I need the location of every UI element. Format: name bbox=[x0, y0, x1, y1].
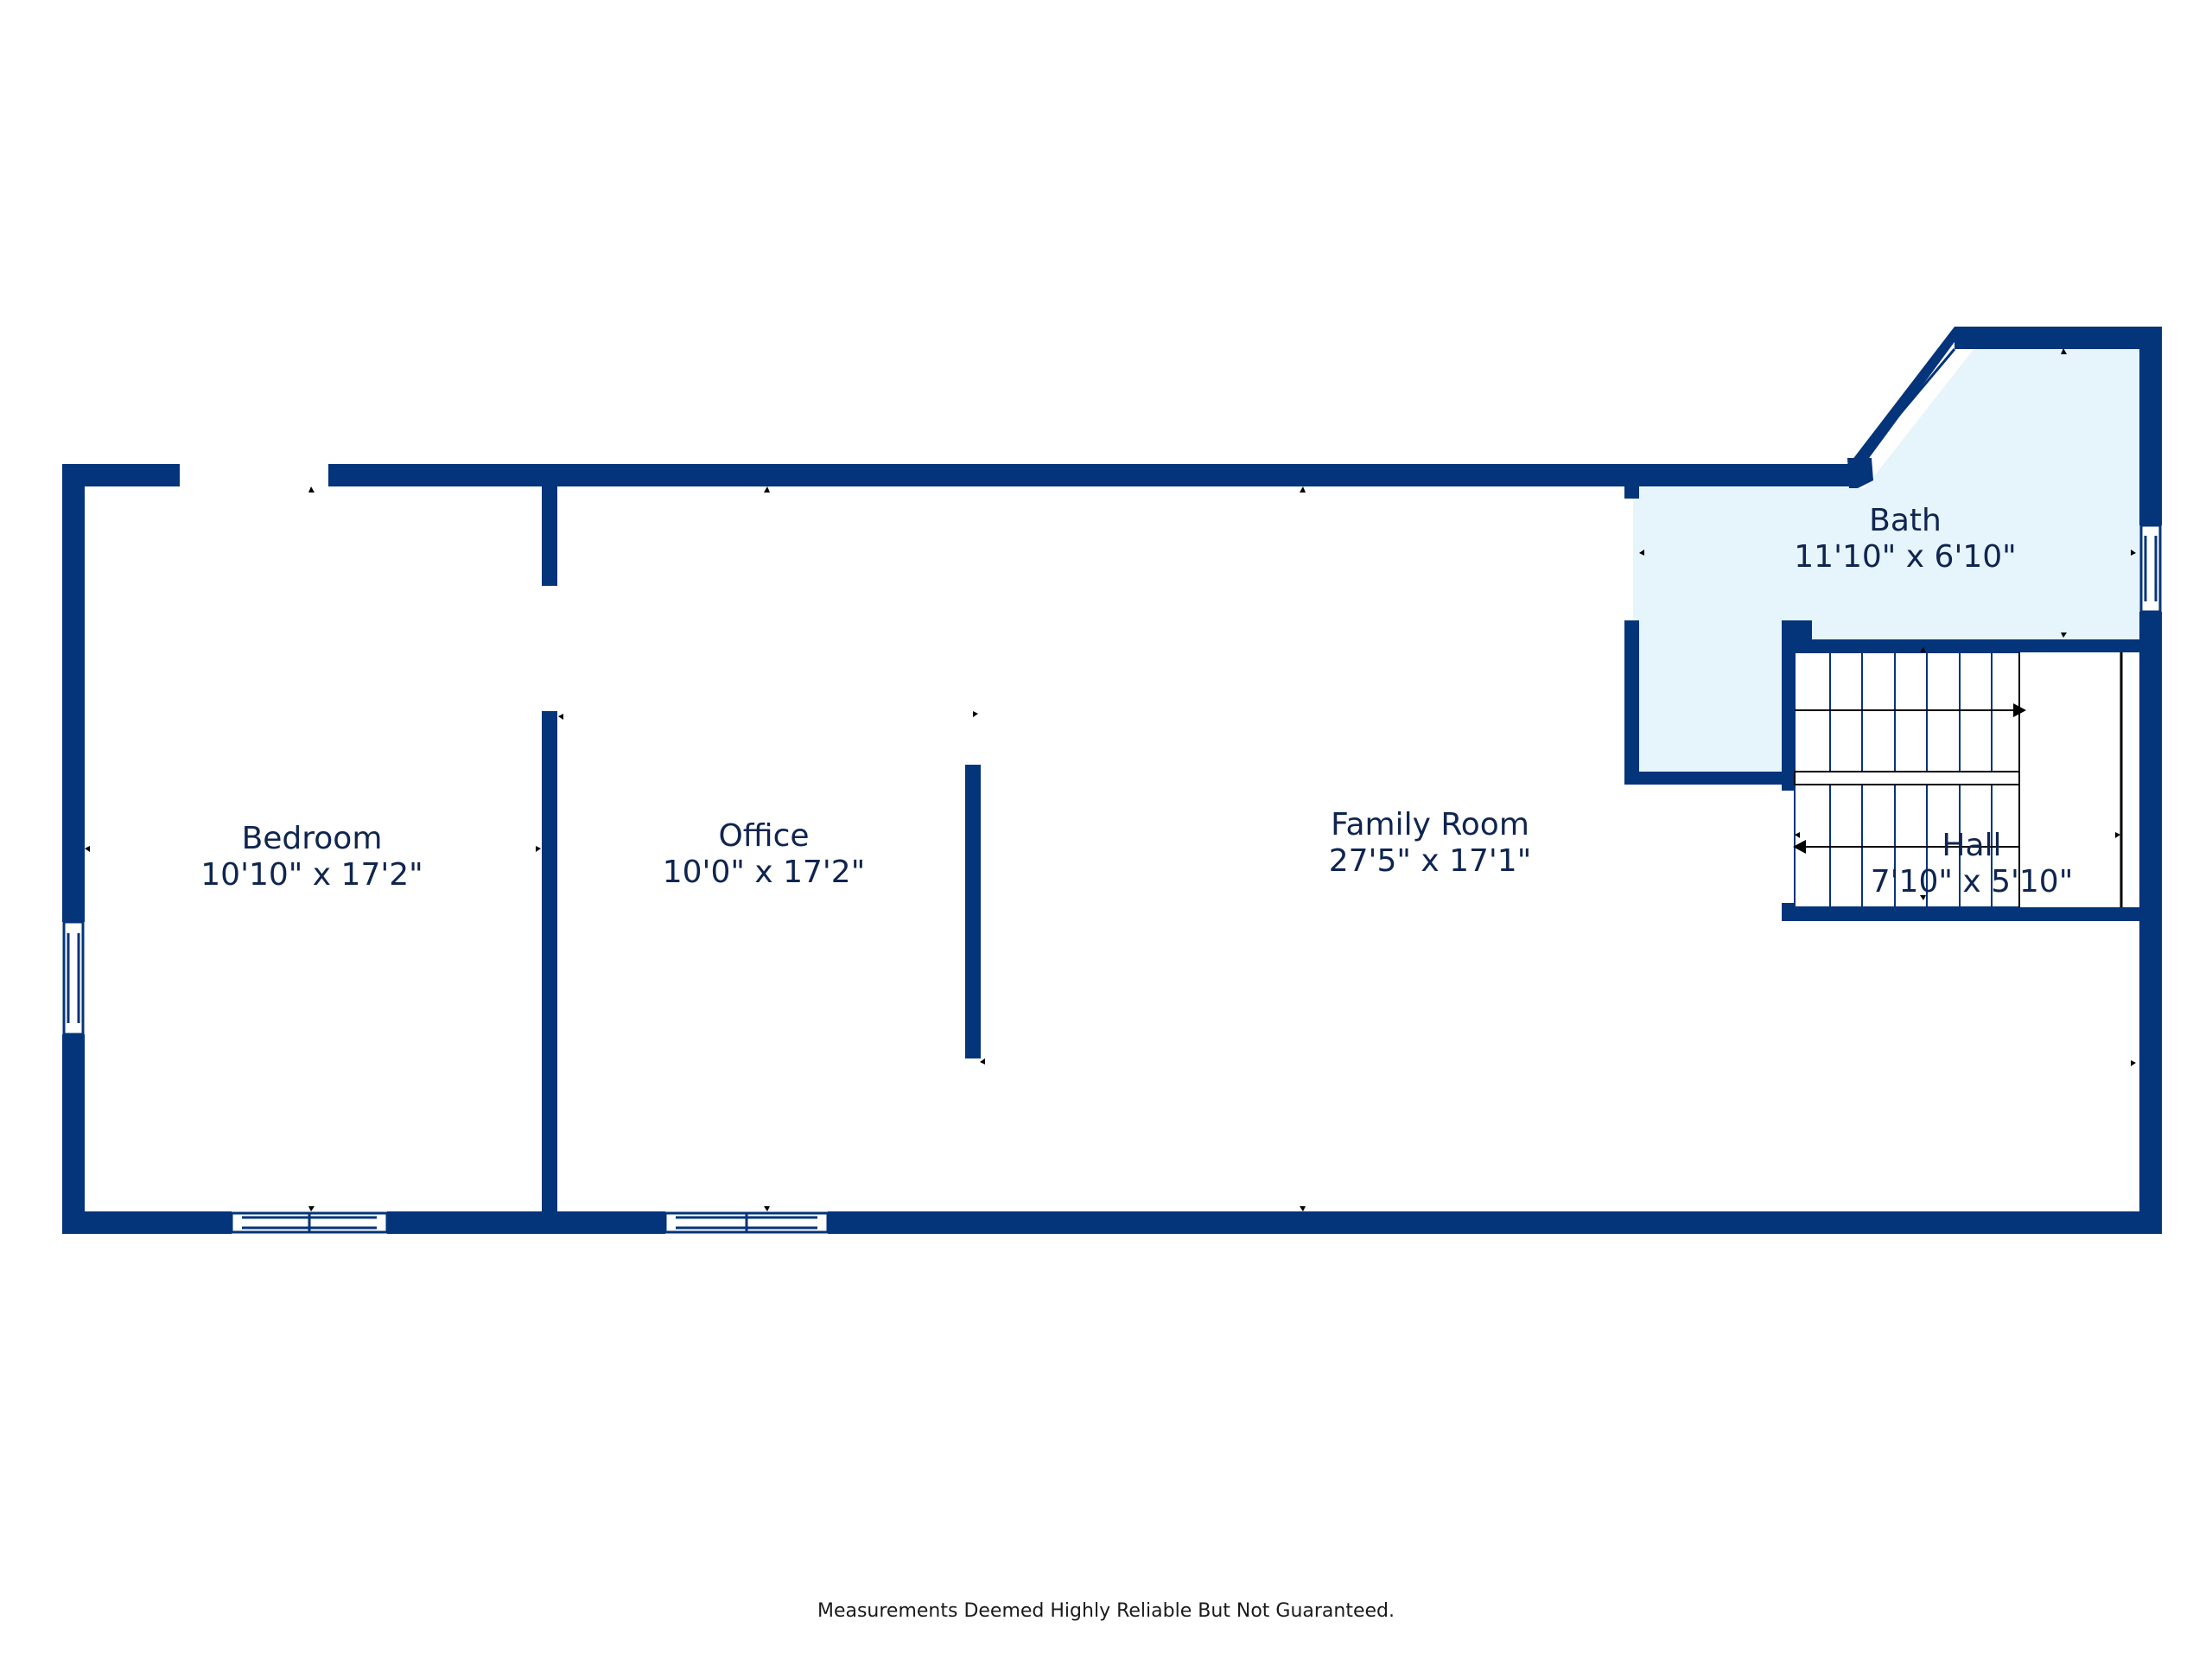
bedroom-dimensions: 10'10" x 17'2" bbox=[200, 857, 423, 893]
window-bath-diagonal bbox=[1856, 348, 1956, 465]
family-room-name: Family Room bbox=[1331, 807, 1529, 842]
room-labels: Bedroom 10'10" x 17'2" Office 10'0" x 17… bbox=[200, 503, 2073, 899]
window-bath-right bbox=[2139, 524, 2162, 613]
bath-fill bbox=[1633, 348, 2145, 773]
family-room-dimensions: 27'5" x 17'1" bbox=[1329, 843, 1532, 879]
window-bedroom-left bbox=[62, 920, 85, 1036]
interior-walls bbox=[542, 486, 2145, 1217]
bath-name: Bath bbox=[1869, 503, 1942, 538]
bath-dimensions: 11'10" x 6'10" bbox=[1794, 539, 2016, 575]
office-dimensions: 10'0" x 17'2" bbox=[663, 855, 866, 890]
exterior-walls bbox=[62, 327, 2162, 1234]
hall-dimensions: 7'10" x 5'10" bbox=[1871, 864, 2074, 899]
disclaimer-text: Measurements Deemed Highly Reliable But … bbox=[817, 1600, 1395, 1622]
windows bbox=[62, 348, 2162, 1234]
staircase bbox=[1793, 652, 2123, 908]
hall-name: Hall bbox=[1942, 828, 2001, 863]
dimension-markers bbox=[85, 348, 2136, 1211]
bedroom-name: Bedroom bbox=[242, 821, 383, 856]
office-name: Office bbox=[718, 818, 809, 854]
